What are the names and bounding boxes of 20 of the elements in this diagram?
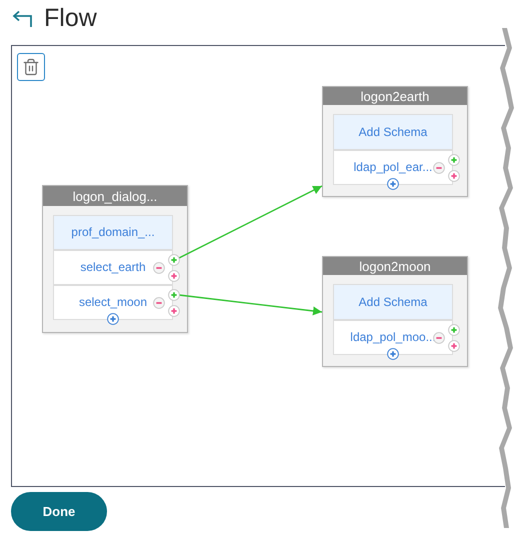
page-title: Flow <box>44 3 97 33</box>
row-label: select_moon <box>78 295 148 310</box>
policy-label-box <box>322 256 468 367</box>
box-header: logon2earth <box>323 87 467 105</box>
row-label: Add Schema <box>358 124 428 140</box>
policy-label-box <box>322 86 468 197</box>
row-label: prof_domain_... <box>71 225 155 240</box>
policy-label-box <box>42 185 188 333</box>
arrow <box>178 185 322 259</box>
row-label: Add Schema <box>358 294 428 310</box>
row-label: ldap_pol_moo... <box>350 330 436 345</box>
arrow <box>178 294 322 316</box>
schema-row <box>333 114 453 150</box>
box-header: logon_dialog... <box>43 186 187 206</box>
schema-row <box>333 284 453 320</box>
schema-row <box>53 215 173 250</box>
row-label: ldap_pol_ear... <box>354 160 432 175</box>
row-label: select_earth <box>80 260 146 275</box>
done-button: Done <box>11 492 107 531</box>
box-header: logon2moon <box>323 257 467 275</box>
